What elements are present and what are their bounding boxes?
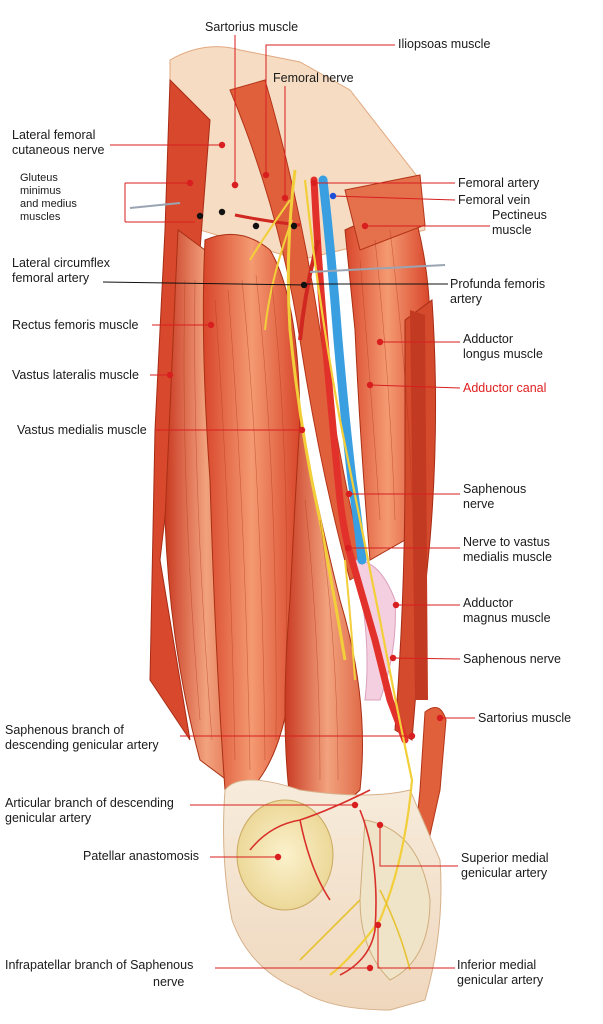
leader-dot: [366, 964, 374, 972]
leader-lines: [102, 35, 490, 969]
leader-dot: [290, 222, 298, 230]
label-vastus-lateralis: Vastus lateralis muscle: [12, 368, 139, 382]
label-iliopsoas: Iliopsoas muscle: [398, 37, 491, 51]
label-adductor-magnus: Adductor magnus muscle: [463, 596, 551, 625]
leader-gluteus-a: [124, 182, 195, 223]
label-vastus-medialis: Vastus medialis muscle: [17, 423, 147, 437]
label-sartorius-bottom: Sartorius muscle: [478, 711, 572, 725]
femoral-vein-vessel: [318, 175, 367, 565]
label-inferior-medial-genicular: Inferior medial genicular artery: [457, 958, 544, 987]
leader-dot: [218, 208, 226, 216]
label-femoral-vein: Femoral vein: [458, 193, 531, 207]
leader-lat-circ: [102, 281, 307, 286]
leader-adductor-canal: [369, 384, 461, 389]
saphenous-nerve-path: [303, 179, 414, 976]
label-femoral-nerve: Femoral nerve: [273, 71, 354, 85]
label-saphenous-nerve-lower: Saphenous nerve: [463, 652, 561, 666]
probe-top: [129, 202, 181, 209]
leader-dot: [329, 192, 337, 200]
leader-sup-med-gen: [379, 825, 458, 867]
profunda-vessel: [298, 239, 320, 341]
label-patellar-anastomosis: Patellar anastomosis: [83, 849, 200, 863]
label-superior-medial-genicular: Superior medial genicular artery: [461, 851, 549, 880]
leader-dot: [252, 222, 260, 230]
leader-dot: [376, 338, 384, 346]
label-gluteus: Gluteus minimus and medius muscles: [20, 172, 77, 223]
leader-dot: [361, 222, 369, 230]
probe-right: [309, 264, 446, 273]
label-lateral-femoral-cutaneous-nerve: Lateral femoral cutaneous nerve: [12, 128, 105, 157]
muscle-striations: [183, 229, 413, 781]
leader-iliopsoas: [265, 44, 395, 175]
gracilis-shape: [410, 310, 428, 700]
leader-dot: [436, 714, 444, 722]
label-saphenous-nerve-upper: Saphenous nerve: [463, 482, 527, 511]
label-saphenous-branch-descending-genicular: Saphenous branch of descending genicular…: [5, 723, 159, 752]
label-infrapatellar-branch: Infrapatellar branch of Saphenous: [5, 958, 194, 972]
leader-dot: [351, 801, 359, 809]
femoral-nerve-bundle: [286, 169, 347, 661]
label-adductor-canal: Adductor canal: [463, 381, 547, 395]
leader-dot: [366, 381, 374, 389]
leader-dot: [392, 601, 400, 609]
label-articular-branch-descending-genicular: Articular branch of descending genicular…: [5, 796, 174, 825]
nerve-branch-b: [264, 219, 293, 331]
leader-dot: [374, 921, 382, 929]
pectineus-shape: [344, 174, 426, 251]
label-nerve-to-vastus-medialis: Nerve to vastus medialis muscle: [463, 535, 552, 564]
leader-dot: [196, 212, 204, 220]
leader-dot: [310, 179, 318, 187]
leader-inf-med-gen: [377, 925, 455, 969]
leader-dot: [166, 371, 174, 379]
femoral-artery-vessel: [310, 176, 409, 744]
label-femoral-artery: Femoral artery: [458, 176, 540, 190]
leader-dot: [345, 490, 353, 498]
leader-dot: [300, 281, 308, 289]
leader-dots: [166, 141, 444, 972]
label-pectineus: Pectineus muscle: [492, 208, 547, 237]
leader-dot: [298, 426, 306, 434]
leader-dot: [262, 171, 270, 179]
label-lateral-circumflex-femoral-artery: Lateral circumflex femoral artery: [12, 256, 110, 285]
leader-dot: [218, 141, 226, 149]
label-profunda-femoris: Profunda femoris artery: [450, 277, 546, 306]
leader-dot: [274, 853, 282, 861]
leader-saphenous-lower: [392, 657, 461, 660]
label-rectus-femoris: Rectus femoris muscle: [12, 318, 139, 332]
leader-dot: [207, 321, 215, 329]
leader-dot: [408, 732, 416, 740]
genicular-arteries: [249, 789, 377, 976]
leader-dot: [376, 821, 384, 829]
leader-femoral-vein: [332, 195, 456, 201]
leader-dot: [186, 179, 194, 187]
leader-dot: [344, 544, 352, 552]
knee-nerves: [299, 889, 411, 971]
nerve-branch-c: [344, 559, 356, 681]
leader-dot: [281, 194, 289, 202]
nerve-branch-a: [249, 199, 291, 261]
label-sartorius-top: Sartorius muscle: [205, 20, 299, 34]
leader-dot: [389, 654, 397, 662]
label-infrapatellar-nerve: nerve: [153, 975, 185, 989]
patella: [236, 799, 334, 911]
leader-dot: [231, 181, 239, 189]
label-adductor-longus: Adductor longus muscle: [463, 332, 543, 361]
